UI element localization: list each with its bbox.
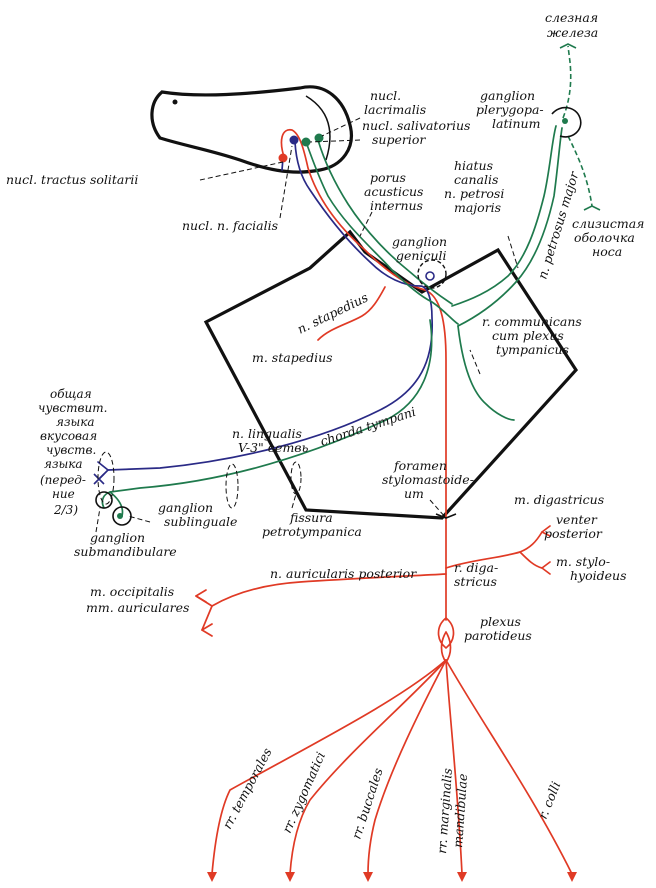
fissura-marker [290,461,302,495]
label-auricularis-posterior: n. auricularis posterior [270,566,417,581]
leader-sublingual [127,515,151,523]
zygomatic-arrow [285,872,295,882]
label-nucl-lacrimalis: nucl.lacrimalis [364,88,426,117]
label-tractus-solitarii: nucl. tractus solitarii [6,172,138,187]
stylohyoid-terminal [541,561,551,575]
geniculate-ganglion-ring [417,259,447,289]
label-temporales: rr. temporales [219,745,274,831]
parotid-plexus [437,617,455,663]
buccal-branch [367,659,447,875]
brainstem-outline [150,85,353,174]
chorda-green [109,319,433,493]
pterygopalatine-ganglion-cell [562,118,568,124]
marginal-arrow [457,872,467,882]
temporal-branch [211,659,447,875]
label-zygomatici: rr. zygomatici [279,750,328,836]
geniculate-ganglion-cell [425,271,435,281]
label-digastricus: m. digastricus [514,492,604,507]
brainstem-dot [172,99,178,105]
nucl-salivatorius-dot [301,137,311,147]
cervical-branch [445,659,573,875]
label-r-digastricus: r. diga-stricus [454,560,498,589]
auricular-terminal [201,623,213,637]
nucl-tractus-solitarii-dot [278,153,288,163]
label-colli: r. colli [535,779,564,821]
communicans-branch [457,325,515,421]
label-stylohyoideus: m. stylo-hyoideus [556,554,627,583]
zygomatic-branch [289,659,447,875]
leader-salivatorius [309,139,361,143]
nucl-lacrimalis-dot [314,133,324,143]
leader-porus [359,211,373,237]
temporal-arrow [207,872,217,882]
leader-stylomastoid [435,513,457,519]
lacrimal-fibres [562,45,572,119]
green-main-root [305,141,459,325]
green-root-2 [317,139,453,305]
cervical-arrow [567,872,577,882]
leader-lacrimalis [321,117,361,137]
sens-marker [97,451,115,505]
green-to-ganglia [101,491,124,517]
nasal-terminal [583,205,601,211]
digastric-terminal [541,525,551,537]
buccal-arrow [363,872,373,882]
marginal-branch [445,659,463,875]
label-mandibulae: mandibulae [450,773,470,848]
n-stapedius-branch [317,286,386,341]
leader-foramen [429,499,447,519]
taste-cross-marker [93,473,105,485]
submandibular-ganglion-ring [95,491,113,509]
leader-submandibular [95,507,101,533]
nucl-facialis-dot [289,135,299,145]
lingual-nerve-marker [225,463,239,509]
label-m-stapedius: m. stapedius [252,350,333,365]
pterygopalatine-ganglion-ring [551,106,582,138]
occipital-terminal [195,589,207,603]
facial-motor-root [280,129,447,519]
leader-hiatus [507,235,519,269]
auric-branch-down [201,605,213,631]
label-marginalis: rr. marginalis [434,768,455,855]
leader-facialis [279,145,293,219]
sublingual-ganglion-cell [117,513,123,519]
label-facialis-nucleus: nucl. n. facialis [182,218,278,233]
leader-fissura [291,493,297,509]
brainstem-edge [305,95,331,161]
stylohyoid-branch [519,551,543,569]
auricularis-posterior-nerve [211,573,447,607]
greater-petrosal-nerve-2 [457,127,563,327]
leader-communicans [469,349,481,375]
sublingual-ganglion-ring [112,506,132,526]
nasal-fibres [567,135,593,207]
leader-tractus [199,161,284,181]
lacrimal-terminal [559,43,577,49]
greater-petrosal-nerve [451,125,557,307]
label-chorda-tympani: chorda tympani [318,404,417,449]
